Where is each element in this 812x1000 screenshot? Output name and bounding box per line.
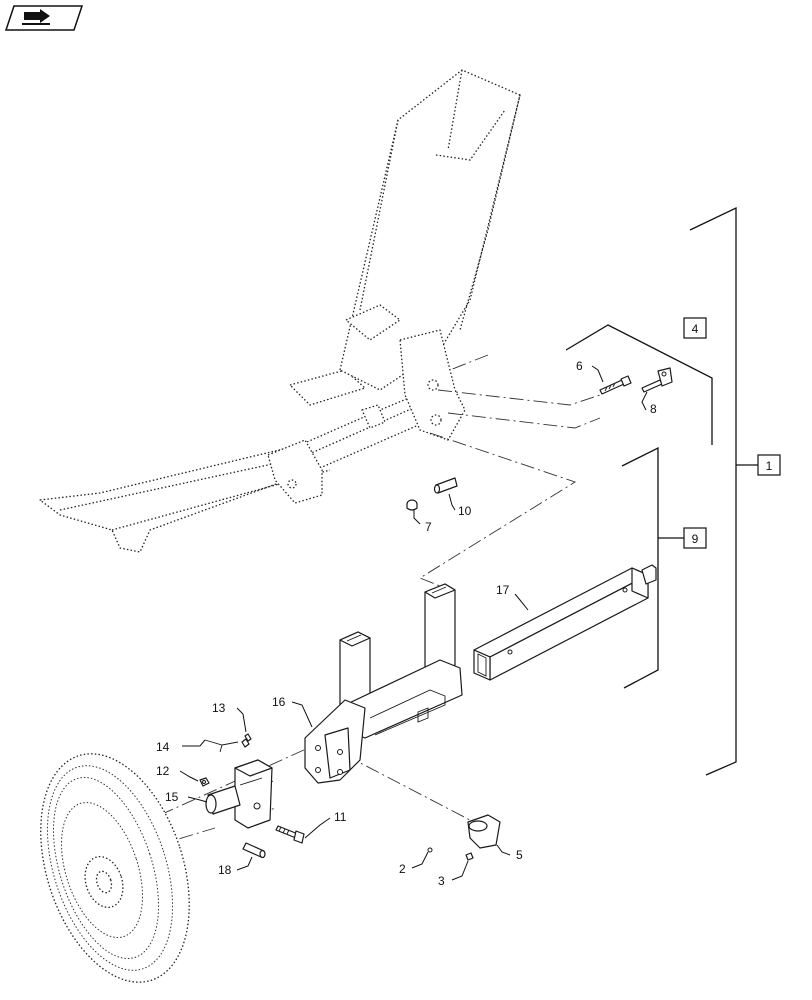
callout-6: 6 — [576, 359, 583, 373]
wheel-tire-ghost — [40, 753, 190, 983]
boxed-callout-1[interactable]: 1 — [757, 454, 781, 476]
callout-2: 2 — [399, 862, 406, 876]
part-bolt-11[interactable] — [275, 825, 305, 844]
callout-17: 17 — [496, 583, 510, 597]
boxed-callout-9-label: 9 — [692, 532, 699, 546]
callout-8: 8 — [650, 402, 657, 416]
callout-12: 12 — [156, 764, 170, 778]
part-weldment-16[interactable] — [304, 583, 463, 784]
callout-14: 14 — [156, 740, 170, 754]
callout-16: 16 — [272, 695, 286, 709]
callout-13: 13 — [212, 701, 226, 715]
callout-15: 15 — [165, 790, 179, 804]
callout-11: 11 — [334, 810, 347, 824]
callout-18: 18 — [218, 863, 232, 877]
part-cotter-2[interactable] — [427, 847, 433, 853]
callout-3: 3 — [438, 874, 445, 888]
part-square-tube-17[interactable] — [473, 564, 657, 681]
callout-bracket-1 — [689, 206, 758, 776]
boxed-callout-4-label: 4 — [692, 322, 699, 336]
part-nut-3[interactable] — [465, 852, 474, 861]
part-clip-14[interactable] — [204, 739, 239, 753]
callout-bracket-9 — [621, 446, 686, 689]
boxed-callout-1-label: 1 — [766, 459, 773, 473]
part-pin-13[interactable] — [241, 733, 252, 748]
callout-7: 7 — [425, 520, 432, 534]
boxed-callout-4[interactable]: 4 — [683, 317, 707, 339]
leader-lines — [179, 365, 648, 881]
implement-frame-ghost — [39, 69, 521, 553]
nav-button[interactable] — [4, 5, 84, 31]
callout-labels: 6 8 7 10 17 16 13 14 12 15 11 18 5 2 3 — [156, 359, 657, 888]
part-pin-18[interactable] — [242, 842, 266, 859]
part-nut-12[interactable] — [199, 777, 210, 787]
part-cap-5[interactable] — [467, 814, 501, 849]
part-spindle-mount-15[interactable] — [205, 759, 273, 829]
callout-5: 5 — [516, 848, 523, 862]
arrow-right-icon — [22, 9, 50, 25]
part-nut-7[interactable] — [406, 499, 418, 511]
callout-10: 10 — [458, 504, 472, 518]
part-pin-10[interactable] — [433, 477, 458, 494]
part-bolt-6[interactable] — [599, 375, 632, 395]
callout-bracket-4 — [565, 324, 713, 445]
boxed-callout-9[interactable]: 9 — [683, 527, 707, 549]
part-pin-8[interactable] — [641, 367, 673, 393]
